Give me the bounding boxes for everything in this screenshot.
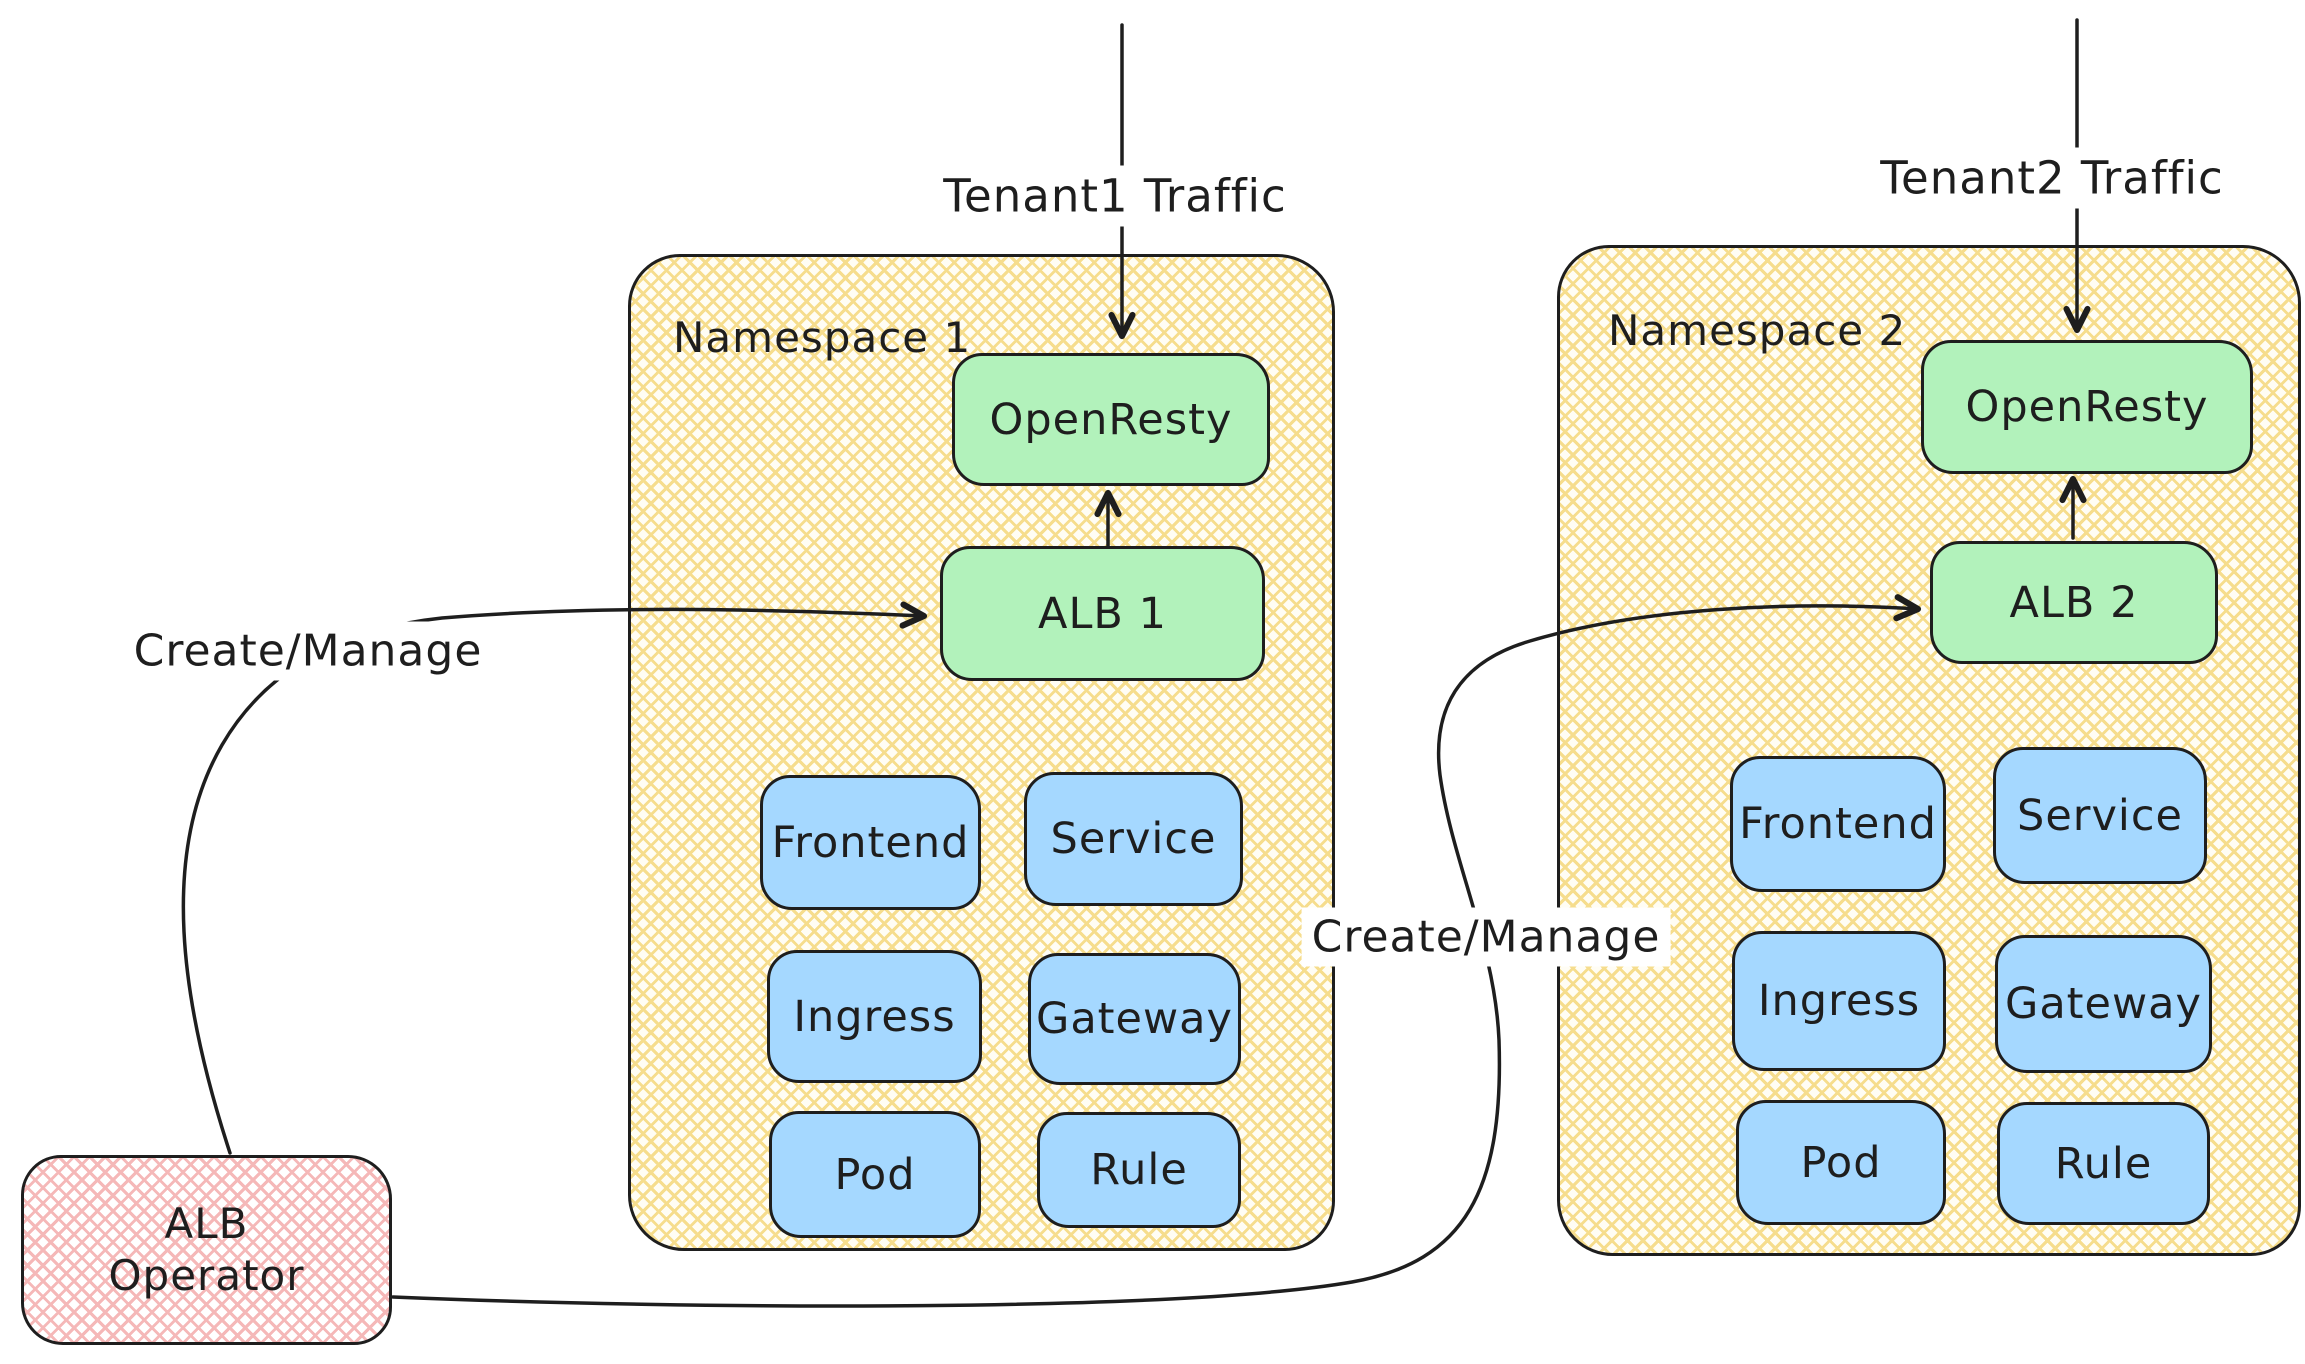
crd-frontend-2-box: Frontend bbox=[1730, 756, 1946, 892]
create-manage-label-1: Create/Manage bbox=[123, 621, 493, 681]
crd-pod-1-box: Pod bbox=[769, 1111, 981, 1238]
alb-operator-label-line1: ALB bbox=[164, 1198, 249, 1248]
namespace-1-label: Namespace 1 bbox=[673, 313, 972, 362]
crd-rule-2-box: Rule bbox=[1997, 1102, 2210, 1225]
crd-rule-1-box: Rule bbox=[1037, 1112, 1241, 1228]
crd-ingress-2-box: Ingress bbox=[1732, 931, 1946, 1071]
openresty-2-box: OpenResty bbox=[1921, 340, 2253, 474]
create-manage-label-2: Create/Manage bbox=[1301, 907, 1671, 967]
alb-operator-box: ALB Operator bbox=[21, 1155, 392, 1345]
crd-service-1-box: Service bbox=[1024, 772, 1243, 906]
namespace-1-container: Namespace 1 OpenResty ALB 1 Frontend Ser… bbox=[628, 254, 1335, 1251]
crd-gateway-1-box: Gateway bbox=[1028, 953, 1241, 1085]
crd-service-2-box: Service bbox=[1993, 747, 2207, 884]
alb-1-box: ALB 1 bbox=[940, 546, 1265, 681]
namespace-2-container: Namespace 2 OpenResty ALB 2 Frontend Ser… bbox=[1557, 245, 2301, 1256]
crd-pod-2-box: Pod bbox=[1736, 1100, 1946, 1225]
tenant2-traffic-label: Tenant2 Traffic bbox=[1870, 147, 2234, 209]
tenant1-traffic-label: Tenant1 Traffic bbox=[933, 165, 1297, 227]
namespace-2-label: Namespace 2 bbox=[1608, 306, 1907, 355]
alb-2-box: ALB 2 bbox=[1930, 541, 2218, 664]
alb-operator-label-line2: Operator bbox=[108, 1251, 305, 1300]
crd-frontend-1-box: Frontend bbox=[760, 775, 981, 910]
crd-gateway-2-box: Gateway bbox=[1995, 935, 2212, 1073]
openresty-1-box: OpenResty bbox=[952, 353, 1270, 486]
crd-ingress-1-box: Ingress bbox=[767, 950, 982, 1083]
